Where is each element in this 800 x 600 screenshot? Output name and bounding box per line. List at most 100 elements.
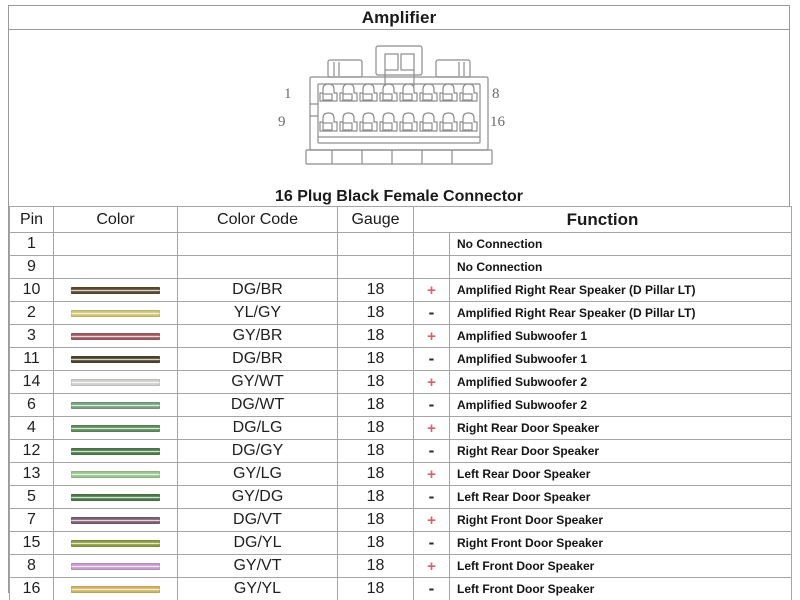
pin-label-top-right: 8 bbox=[492, 86, 500, 102]
cell-function: No Connection bbox=[448, 232, 793, 256]
table-row: 9 No Connection bbox=[9, 255, 793, 279]
wire-color-swatch bbox=[71, 355, 160, 363]
cell-pin: 5 bbox=[9, 485, 54, 509]
cell-pin: 13 bbox=[9, 462, 54, 486]
wire-color-swatch bbox=[71, 516, 160, 524]
cell-pin: 9 bbox=[9, 255, 54, 279]
table-header-row: Pin Color Color Code Gauge Function bbox=[9, 206, 793, 233]
cell-color-code: DG/BR bbox=[177, 278, 338, 302]
cell-color-code: GY/YL bbox=[177, 577, 338, 600]
cell-pin: 12 bbox=[9, 439, 54, 463]
wire-color-swatch bbox=[71, 286, 160, 294]
cell-gauge: 18 bbox=[337, 347, 414, 371]
wire-color-swatch bbox=[71, 562, 160, 570]
cell-gauge: 18 bbox=[337, 370, 414, 394]
cell-color-code: GY/BR bbox=[177, 324, 338, 348]
cell-wire-color bbox=[53, 301, 178, 325]
cell-gauge: 18 bbox=[337, 439, 414, 463]
connector-body-icon bbox=[305, 45, 493, 165]
cell-gauge: 18 bbox=[337, 301, 414, 325]
amplifier-title-band: Amplifier bbox=[9, 6, 789, 30]
cell-color-code: GY/LG bbox=[177, 462, 338, 486]
connector-wrap: 1 8 9 16 bbox=[278, 44, 514, 170]
cell-gauge: 18 bbox=[337, 324, 414, 348]
cell-pin: 14 bbox=[9, 370, 54, 394]
cell-wire-color bbox=[53, 416, 178, 440]
cell-function: No Connection bbox=[448, 255, 793, 279]
cell-polarity: - bbox=[413, 347, 450, 371]
column-header-pin: Pin bbox=[9, 206, 54, 233]
cell-function: Amplified Subwoofer 2 bbox=[448, 393, 793, 417]
wire-color-swatch bbox=[71, 585, 160, 593]
cell-polarity: - bbox=[413, 439, 450, 463]
cell-polarity bbox=[413, 255, 450, 279]
cell-polarity: + bbox=[413, 462, 450, 486]
cell-wire-color bbox=[53, 508, 178, 532]
cell-color-code: DG/GY bbox=[177, 439, 338, 463]
cell-pin: 2 bbox=[9, 301, 54, 325]
column-header-function: Function bbox=[412, 206, 793, 233]
wire-color-swatch bbox=[71, 447, 160, 455]
cell-color-code: DG/LG bbox=[177, 416, 338, 440]
cell-pin: 8 bbox=[9, 554, 54, 578]
cell-wire-color bbox=[53, 462, 178, 486]
cell-pin: 11 bbox=[9, 347, 54, 371]
document-frame: Amplifier 1 8 9 16 bbox=[8, 5, 793, 600]
cell-gauge: 18 bbox=[337, 485, 414, 509]
cell-color-code: DG/YL bbox=[177, 531, 338, 555]
cell-function: Amplified Right Rear Speaker (D Pillar L… bbox=[448, 278, 793, 302]
table-row: 1 No Connection bbox=[9, 232, 793, 256]
cell-color-code: YL/GY bbox=[177, 301, 338, 325]
cell-polarity bbox=[413, 232, 450, 256]
cell-polarity: + bbox=[413, 554, 450, 578]
cell-polarity: - bbox=[413, 485, 450, 509]
cell-gauge: 18 bbox=[337, 416, 414, 440]
cell-function: Left Rear Door Speaker bbox=[448, 462, 793, 486]
wire-color-swatch bbox=[71, 493, 160, 501]
cell-wire-color bbox=[53, 485, 178, 509]
connector-subtitle: 16 Plug Black Female Connector bbox=[274, 187, 524, 205]
cell-wire-color bbox=[53, 347, 178, 371]
cell-polarity: + bbox=[413, 324, 450, 348]
cell-function: Left Front Door Speaker bbox=[448, 577, 793, 600]
cell-pin: 16 bbox=[9, 577, 54, 600]
pinout-table: Pin Color Color Code Gauge Function 1 No … bbox=[9, 206, 793, 600]
cell-gauge bbox=[337, 232, 414, 256]
column-header-color: Color bbox=[53, 206, 178, 233]
cell-polarity: - bbox=[413, 531, 450, 555]
cell-color-code bbox=[177, 232, 338, 256]
cell-pin: 10 bbox=[9, 278, 54, 302]
cell-function: Right Rear Door Speaker bbox=[448, 439, 793, 463]
cell-pin: 6 bbox=[9, 393, 54, 417]
page-title: Amplifier bbox=[361, 7, 437, 27]
cell-function: Left Rear Door Speaker bbox=[448, 485, 793, 509]
wire-color-swatch bbox=[71, 470, 160, 478]
cell-color-code: DG/WT bbox=[177, 393, 338, 417]
cell-wire-color bbox=[53, 278, 178, 302]
cell-wire-color bbox=[53, 370, 178, 394]
cell-wire-color bbox=[53, 531, 178, 555]
column-header-gauge: Gauge bbox=[337, 206, 414, 233]
cell-color-code bbox=[177, 255, 338, 279]
wire-color-swatch bbox=[71, 309, 160, 317]
cell-color-code: DG/VT bbox=[177, 508, 338, 532]
cell-gauge: 18 bbox=[337, 393, 414, 417]
cell-polarity: - bbox=[413, 577, 450, 600]
cell-wire-color bbox=[53, 439, 178, 463]
cell-pin: 1 bbox=[9, 232, 54, 256]
cell-wire-color bbox=[53, 232, 178, 256]
cell-polarity: + bbox=[413, 508, 450, 532]
cell-gauge: 18 bbox=[337, 531, 414, 555]
